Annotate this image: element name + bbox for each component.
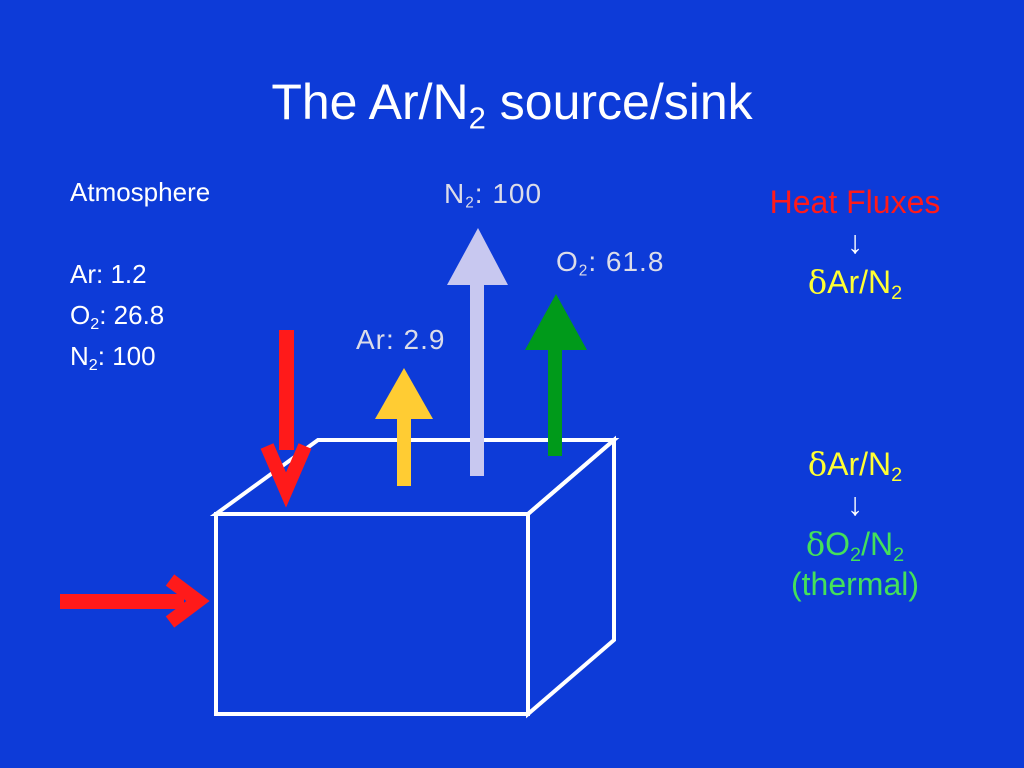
slide-title: The Ar/N2 source/sink <box>271 74 753 136</box>
n2-flux-label: N2: 100 <box>444 178 543 212</box>
delta-ar-n2: δAr/N2 <box>807 263 903 304</box>
thermal-relation: δAr/N2 ↓ δO2/N2 (thermal) <box>740 444 970 604</box>
atmosphere-inventory: Atmosphere Ar: 1.2 O2: 26.8 N2: 100 <box>70 172 210 377</box>
heat-flux-relation: Heat Fluxes ↓ δAr/N2 <box>740 182 970 304</box>
box-front-face <box>214 512 530 716</box>
down-arrow-glyph: ↓ <box>847 486 863 522</box>
heat-flux-down-arrow <box>260 330 312 508</box>
thermal-note: (thermal) <box>790 566 919 602</box>
atmosphere-ar: Ar: 1.2 <box>70 259 147 289</box>
ar-flux-label: Ar: 2.9 <box>356 324 446 355</box>
heat-fluxes-heading: Heat Fluxes <box>769 184 941 220</box>
delta-o2-n2: δO2/N2 <box>805 525 905 566</box>
heat-flux-side-arrow <box>60 574 210 628</box>
down-arrow-glyph: ↓ <box>847 224 863 260</box>
ocean-box <box>209 435 620 719</box>
ar-flux-arrow <box>375 368 433 486</box>
o2-flux-label: O2: 61.8 <box>556 246 665 280</box>
atmosphere-o2: O2: 26.8 <box>70 300 165 333</box>
n2-flux-arrow <box>447 228 508 476</box>
atmosphere-n2: N2: 100 <box>70 341 156 374</box>
atmosphere-heading: Atmosphere <box>70 177 211 207</box>
box-side-face <box>526 435 616 719</box>
o2-flux-arrow <box>525 294 587 456</box>
delta-ar-n2-source: δAr/N2 <box>807 445 903 486</box>
